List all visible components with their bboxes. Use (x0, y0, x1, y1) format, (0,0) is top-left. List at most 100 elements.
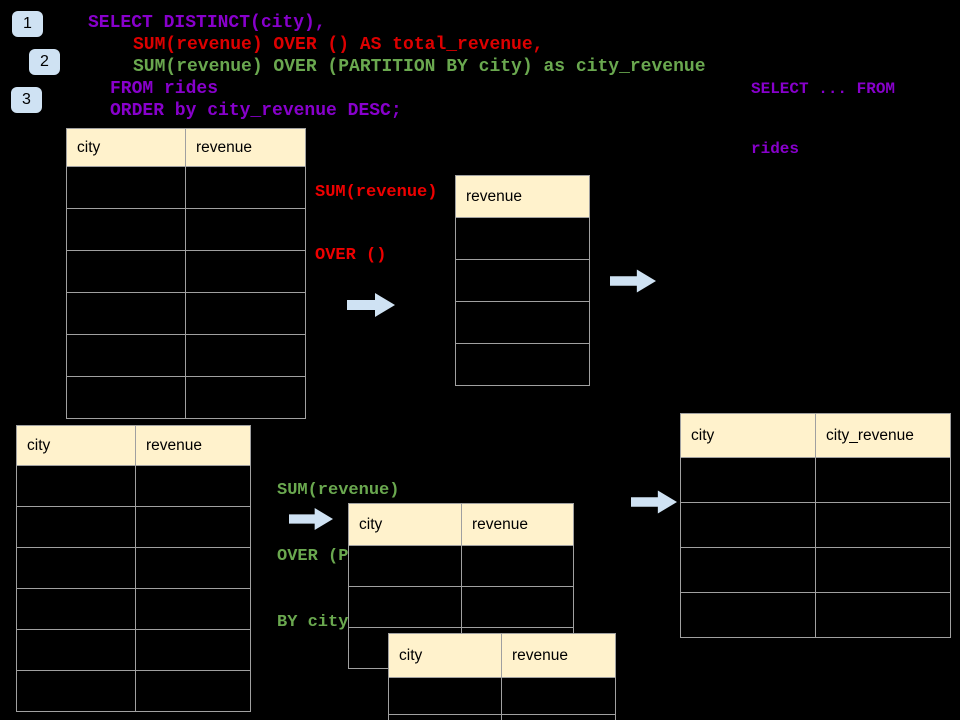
table-row (388, 714, 616, 720)
arrow-right-icon (347, 293, 395, 317)
table-header-row: city city_revenue (680, 413, 951, 458)
table-header-row: revenue (455, 175, 590, 218)
table-source-top: city revenue (66, 128, 306, 419)
table-cell (185, 292, 306, 335)
step-badge-3: 3 (11, 87, 42, 113)
step-badge-2: 2 (29, 49, 60, 75)
sql-line-order-by: ORDER by city_revenue DESC; (110, 101, 402, 121)
table-row (455, 259, 590, 302)
table-cell (501, 714, 616, 720)
table-cell (66, 376, 186, 419)
table-header-row: city revenue (388, 633, 616, 678)
table-cell (135, 506, 251, 548)
table-row (455, 301, 590, 344)
table-row (680, 457, 951, 503)
table-cell (16, 547, 136, 589)
table-cell (815, 592, 951, 638)
column-header-revenue: revenue (461, 503, 574, 546)
table-partition-overlay: city revenue (388, 633, 616, 720)
table-cell (461, 545, 574, 587)
table-cell (135, 547, 251, 589)
table-header-row: city revenue (66, 128, 306, 167)
table-row (66, 376, 306, 419)
table-row (16, 547, 251, 589)
column-header-city: city (348, 503, 462, 546)
table-cell (16, 670, 136, 712)
table-cell (66, 292, 186, 335)
table-cell (680, 547, 816, 593)
sql-line-select: SELECT DISTINCT(city), (88, 13, 326, 33)
table-row (16, 506, 251, 548)
table-row (16, 629, 251, 671)
table-cell (815, 457, 951, 503)
table-row (16, 465, 251, 507)
table-row (16, 670, 251, 712)
table-header-row: city revenue (16, 425, 251, 466)
column-header-revenue: revenue (185, 128, 306, 167)
table-row (348, 586, 574, 628)
table-cell (815, 502, 951, 548)
sql-line-sum-total: SUM(revenue) OVER () AS total_revenue, (133, 35, 544, 55)
table-row (348, 545, 574, 587)
table-row (66, 250, 306, 293)
table-cell (66, 208, 186, 251)
table-cell (16, 465, 136, 507)
table-cell (348, 586, 462, 628)
table-cell (455, 343, 590, 386)
table-cell (455, 217, 590, 260)
column-header-city: city (16, 425, 136, 466)
column-header-city: city (66, 128, 186, 167)
table-cell (388, 714, 502, 720)
table-row (16, 588, 251, 630)
table-row (455, 217, 590, 260)
table-cell (185, 208, 306, 251)
total-window-label-line2: OVER () (315, 246, 387, 265)
table-cell (66, 250, 186, 293)
table-row (66, 292, 306, 335)
column-header-city: city (680, 413, 816, 458)
sql-line-from: FROM rides (110, 79, 219, 99)
table-cell (455, 259, 590, 302)
partition-window-label-line1: SUM(revenue) (277, 481, 400, 500)
column-header-city: city (388, 633, 502, 678)
table-cell (388, 677, 502, 715)
table-cell (135, 670, 251, 712)
step-badge-1: 1 (12, 11, 43, 37)
sql-line-sum-partition: SUM(revenue) OVER (PARTITION BY city) as… (133, 57, 706, 77)
table-cell (16, 506, 136, 548)
table-cell (135, 629, 251, 671)
table-row (388, 677, 616, 715)
select-from-note-line1: SELECT ... FROM (751, 80, 896, 98)
select-from-note: SELECT ... FROM rides (751, 39, 895, 199)
table-cell (680, 592, 816, 638)
table-cell (16, 588, 136, 630)
table-cell (66, 166, 186, 209)
table-cell (16, 629, 136, 671)
table-cell (455, 301, 590, 344)
table-cell (815, 547, 951, 593)
table-row (680, 547, 951, 593)
table-cell (135, 465, 251, 507)
table-cell (348, 545, 462, 587)
table-row (66, 334, 306, 377)
total-window-label: SUM(revenue) OVER () (315, 140, 437, 308)
partition-window-label-line3: BY city) (277, 613, 359, 632)
table-cell (66, 334, 186, 377)
column-header-revenue: revenue (501, 633, 616, 678)
table-cell (185, 166, 306, 209)
table-cell (501, 677, 616, 715)
column-header-revenue: revenue (455, 175, 590, 218)
table-cell (135, 588, 251, 630)
table-row (680, 592, 951, 638)
select-from-note-line2: rides (751, 140, 800, 158)
table-result: city city_revenue (680, 413, 951, 638)
table-cell (680, 502, 816, 548)
table-cell (680, 457, 816, 503)
arrow-right-icon (631, 490, 677, 514)
table-cell (185, 376, 306, 419)
table-row (66, 166, 306, 209)
table-header-row: city revenue (348, 503, 574, 546)
table-cell (185, 334, 306, 377)
table-row (455, 343, 590, 386)
